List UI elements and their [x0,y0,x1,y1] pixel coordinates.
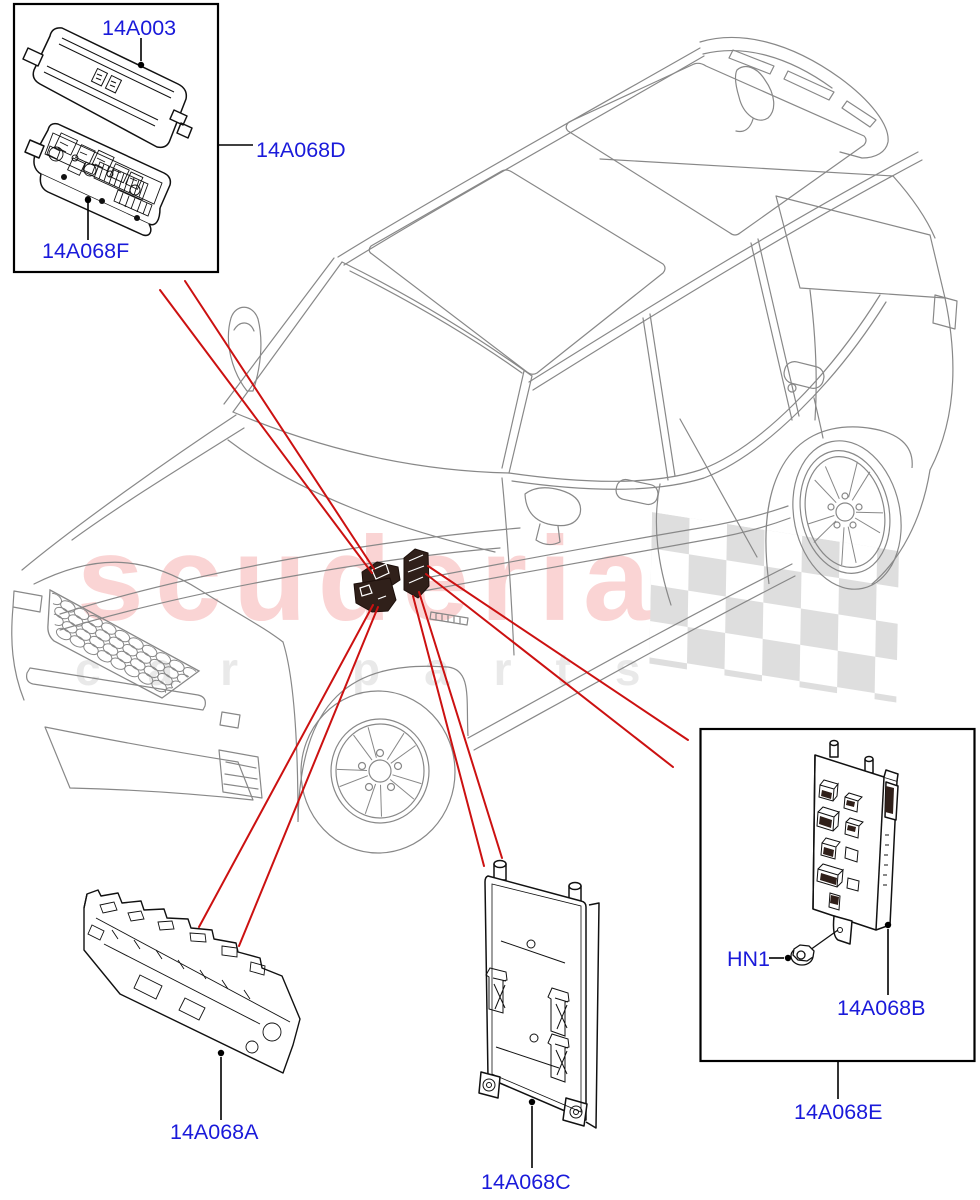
svg-text:14A068F: 14A068F [42,239,129,263]
svg-text:14A068D: 14A068D [256,138,346,162]
svg-text:14A068A: 14A068A [170,1120,259,1144]
svg-text:14A068B: 14A068B [837,996,925,1020]
svg-text:parts: parts [352,643,684,695]
svg-text:14A068C: 14A068C [481,1170,571,1194]
svg-text:14A068E: 14A068E [794,1100,882,1124]
svg-text:HN1: HN1 [727,947,770,971]
svg-text:14A003: 14A003 [102,16,176,40]
